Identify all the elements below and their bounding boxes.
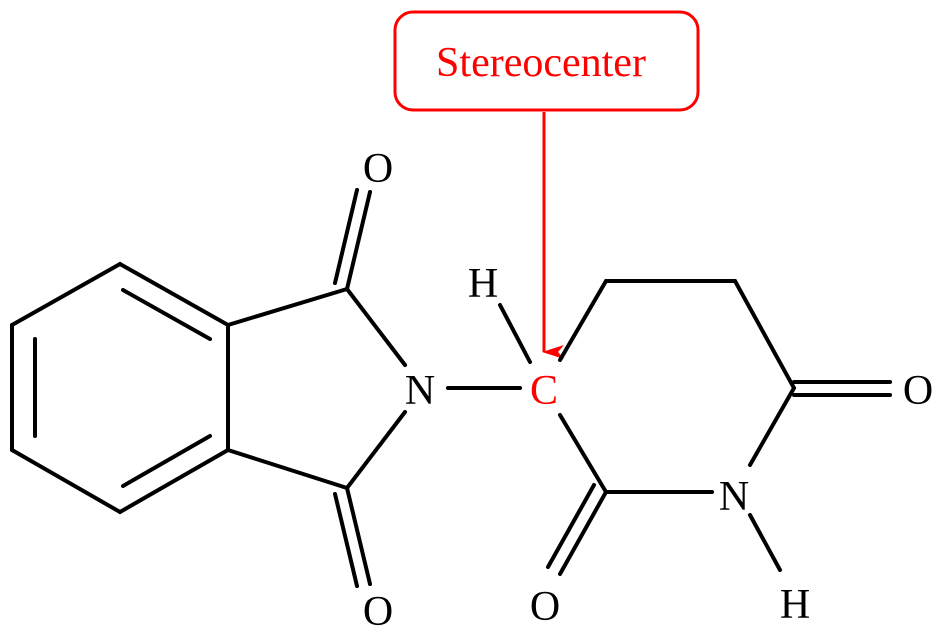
atom-h-stereocenter: H	[468, 261, 498, 307]
atom-c-stereocenter: C	[530, 368, 558, 414]
atom-n-phthalimide: N	[405, 368, 435, 414]
atom-o-bottom-left: O	[363, 589, 393, 635]
callout-label: Stereocenter	[436, 40, 646, 86]
atom-o-right: O	[903, 368, 933, 414]
atom-o-bottom-right: O	[530, 584, 560, 630]
imide-ring-bonds	[226, 188, 407, 588]
callout-box	[393, 10, 700, 112]
glutarimide-ring-bonds	[546, 279, 892, 576]
atom-n-glutarimide: N	[719, 474, 749, 520]
stereocenter-callout: Stereocenter	[393, 10, 700, 359]
atom-o-top: O	[363, 146, 393, 192]
atom-h-nh: H	[780, 582, 810, 628]
benzene-ring	[10, 262, 230, 514]
h-c-bond	[498, 303, 532, 364]
